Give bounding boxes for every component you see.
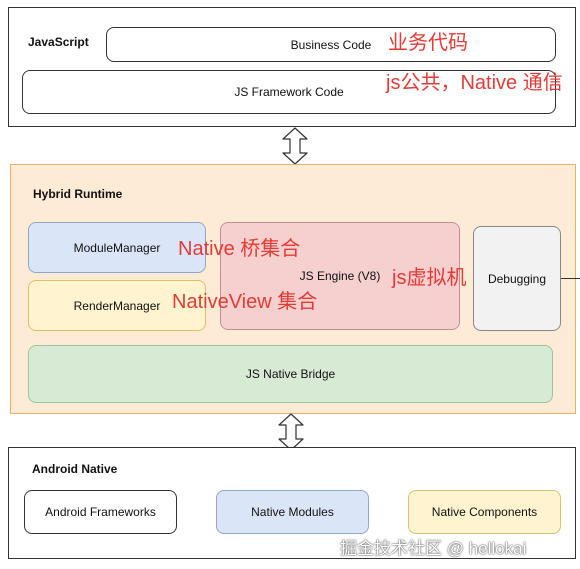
watermark-text: 掘金技术社区 @ hellokai [340, 539, 527, 558]
business-annotation: 业务代码 [388, 32, 468, 54]
js-engine-box: JS Engine (V8) [220, 222, 460, 330]
js-engine-annotation: js虚拟机 [392, 267, 467, 289]
render-manager-box: RenderManager [28, 280, 206, 331]
native-components-box: Native Components [408, 490, 561, 534]
android-frameworks-box: Android Frameworks [24, 490, 177, 534]
javascript-layer-title: JavaScript [28, 35, 89, 49]
debugging-box: Debugging [473, 226, 561, 331]
module-manager-annotation: Native 桥集合 [178, 238, 301, 260]
double-arrow-icon [282, 127, 308, 165]
render-manager-annotation: NativeView 集合 [172, 291, 318, 313]
debugging-connector-line [561, 278, 580, 279]
business-code-box: Business Code [106, 27, 556, 62]
native-modules-box: Native Modules [216, 490, 369, 534]
framework-annotation: js公共，Native 通信 [386, 72, 563, 94]
hybrid-runtime-title: Hybrid Runtime [33, 187, 123, 201]
double-arrow-icon [278, 413, 304, 451]
js-native-bridge-box: JS Native Bridge [28, 345, 553, 403]
android-native-title: Android Native [32, 462, 118, 476]
module-manager-box: ModuleManager [28, 222, 206, 273]
js-framework-code-box: JS Framework Code [22, 70, 556, 114]
